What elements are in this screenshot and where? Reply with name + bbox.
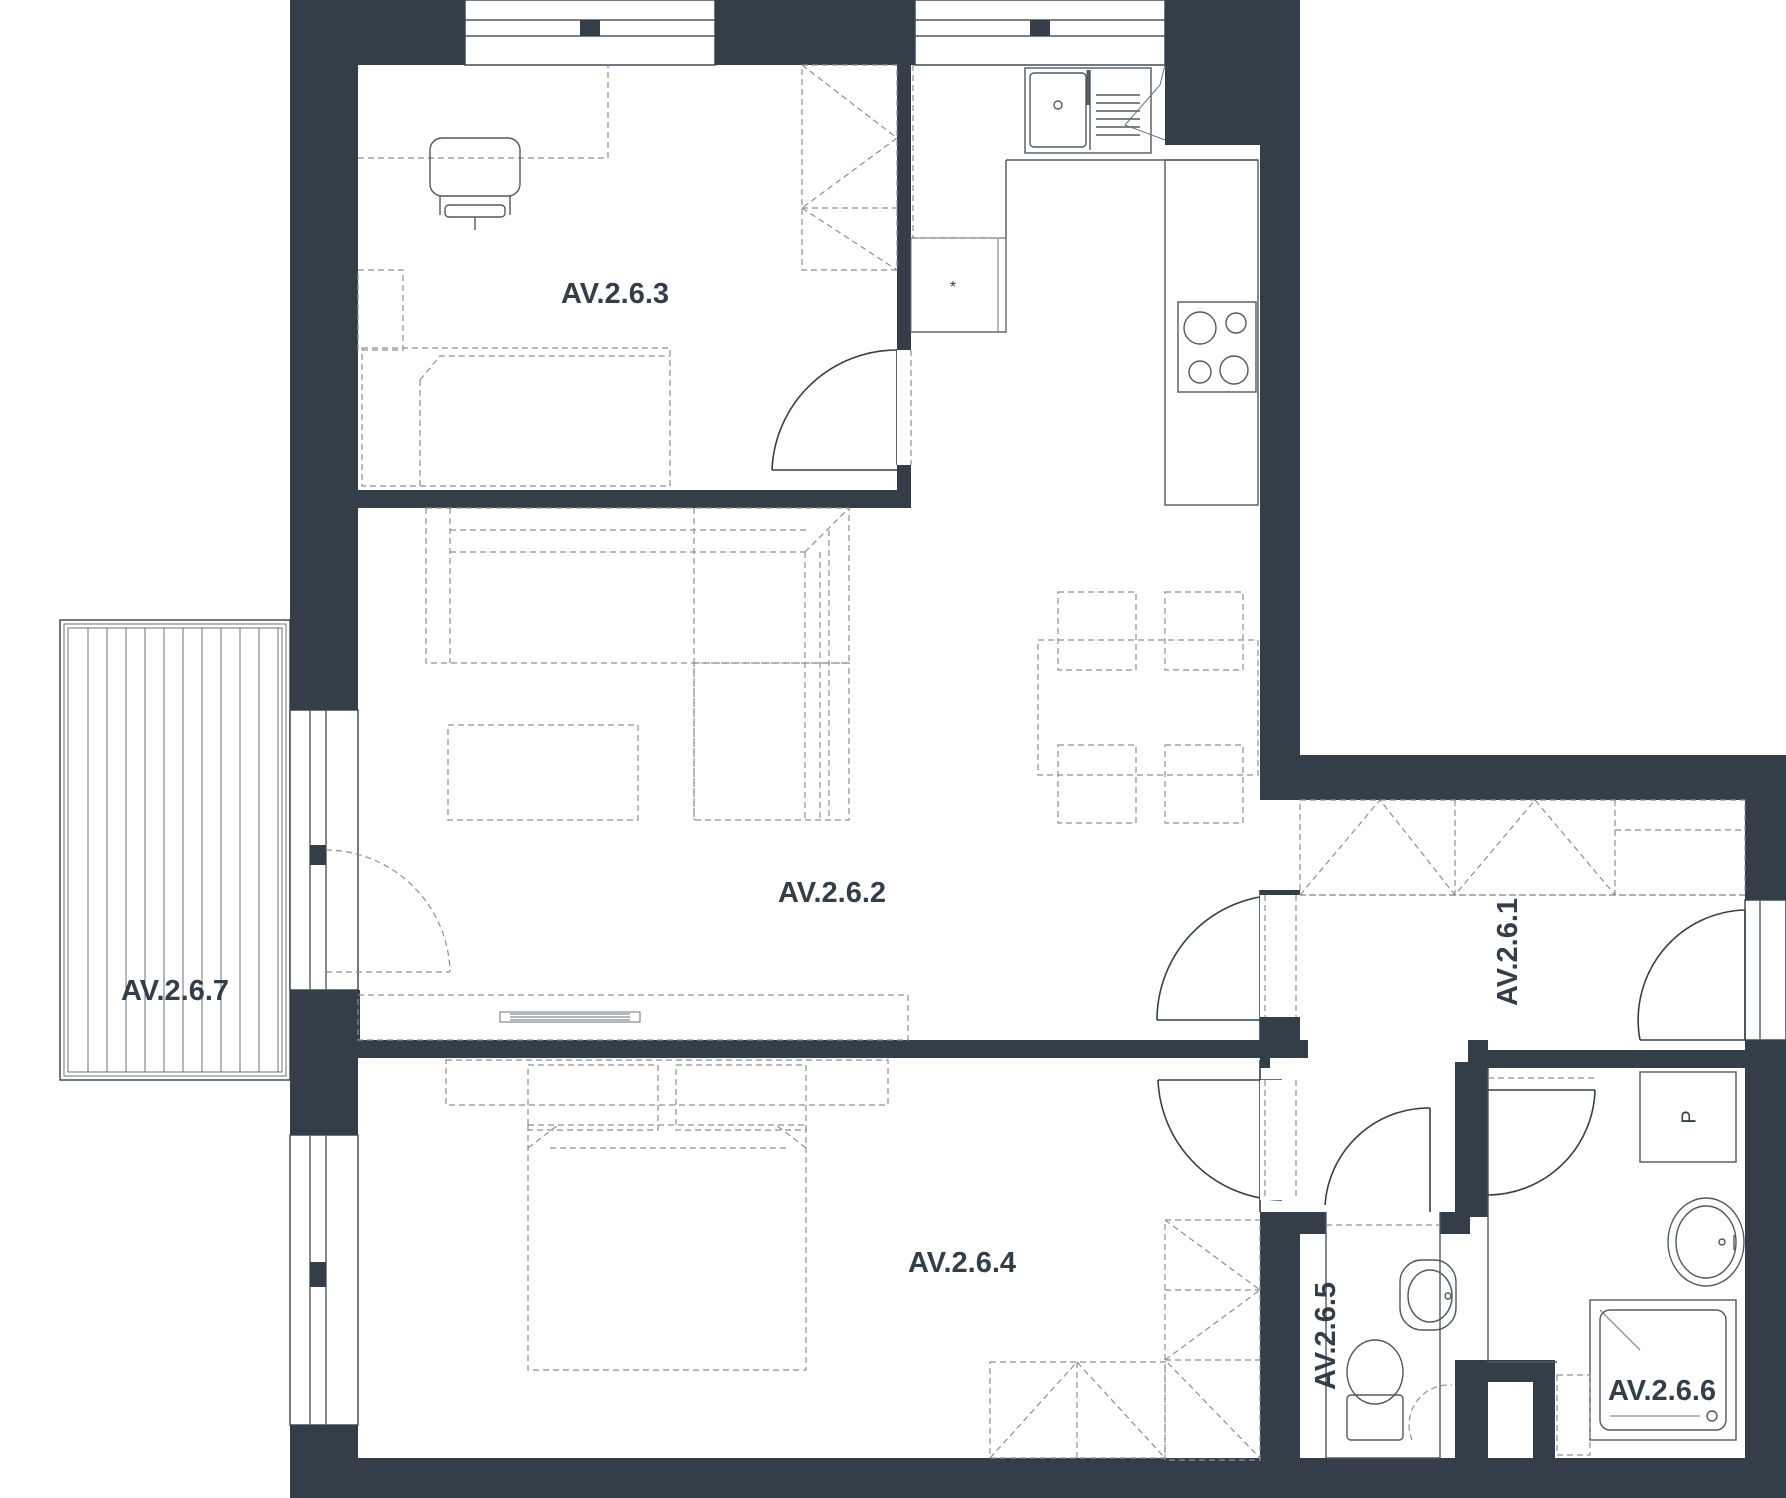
room-label-av-2-6-4: AV.2.6.4 — [908, 1247, 1016, 1279]
bedroom-furniture — [445, 1059, 1300, 1461]
room-label-av-2-6-6: AV.2.6.6 — [1608, 1375, 1716, 1407]
living-room-furniture — [325, 507, 1259, 1041]
room-label-av-2-6-3: AV.2.6.3 — [561, 278, 669, 310]
bathroom-fixtures: P — [1487, 1068, 1745, 1456]
p-mark: P — [1678, 1110, 1700, 1123]
balcony — [59, 619, 291, 1081]
room-263-furniture — [357, 64, 912, 487]
wc-fixtures — [1324, 1107, 1457, 1459]
room-labels: AV.2.6.3 AV.2.6.2 AV.2.6.1 AV.2.6.4 AV.2… — [121, 278, 1716, 1407]
cupboard-mark: * — [950, 279, 956, 296]
room-label-av-2-6-1: AV.2.6.1 — [1492, 898, 1524, 1006]
kitchen: * — [910, 64, 1259, 506]
room-label-av-2-6-2: AV.2.6.2 — [778, 877, 886, 909]
windows — [289, 0, 1786, 1426]
hallway-furniture — [1156, 799, 1746, 1041]
room-label-av-2-6-7: AV.2.6.7 — [121, 975, 229, 1007]
room-label-av-2-6-5: AV.2.6.5 — [1310, 1282, 1342, 1390]
